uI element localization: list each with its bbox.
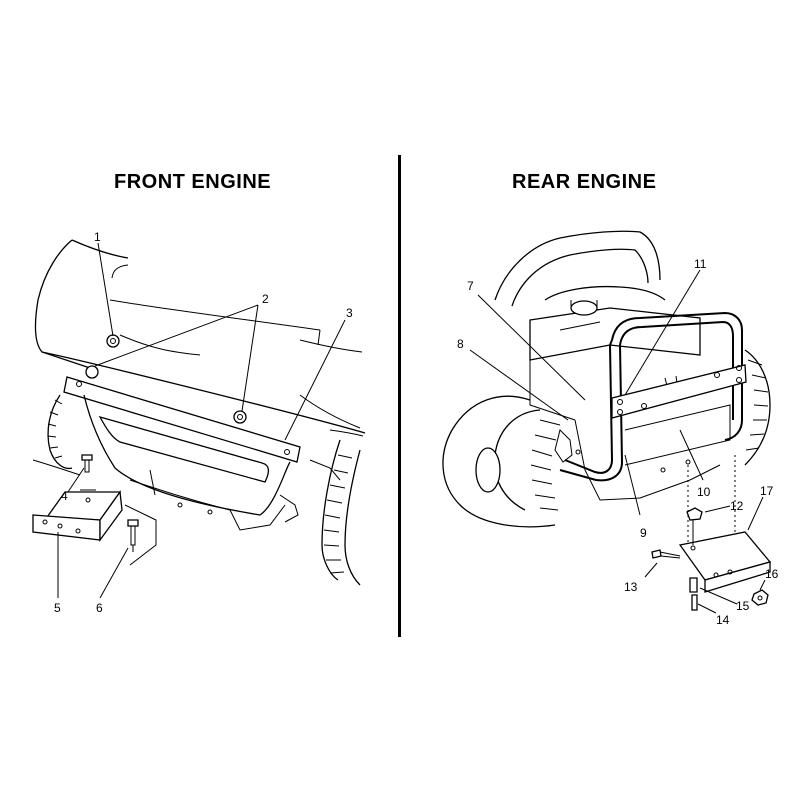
callout-16: 16 — [765, 567, 779, 581]
callout-2: 2 — [262, 292, 269, 306]
callout-17: 17 — [760, 484, 774, 498]
rear-engine-heading: REAR ENGINE — [512, 171, 657, 193]
callout-4: 4 — [61, 489, 68, 503]
callout-7: 7 — [467, 279, 474, 293]
front-engine-heading: FRONT ENGINE — [114, 171, 272, 193]
callout-14: 14 — [716, 613, 730, 627]
callout-8: 8 — [457, 337, 464, 351]
callout-6: 6 — [96, 601, 103, 615]
callout-1: 1 — [94, 230, 101, 244]
callout-3: 3 — [346, 306, 353, 320]
callout-12: 12 — [730, 499, 744, 513]
callout-5: 5 — [54, 601, 61, 615]
callout-10: 10 — [697, 485, 711, 499]
callout-13: 13 — [624, 580, 638, 594]
panel-divider — [398, 155, 401, 637]
callout-15: 15 — [736, 599, 750, 613]
callout-9: 9 — [640, 526, 647, 540]
callout-11: 11 — [694, 257, 707, 271]
